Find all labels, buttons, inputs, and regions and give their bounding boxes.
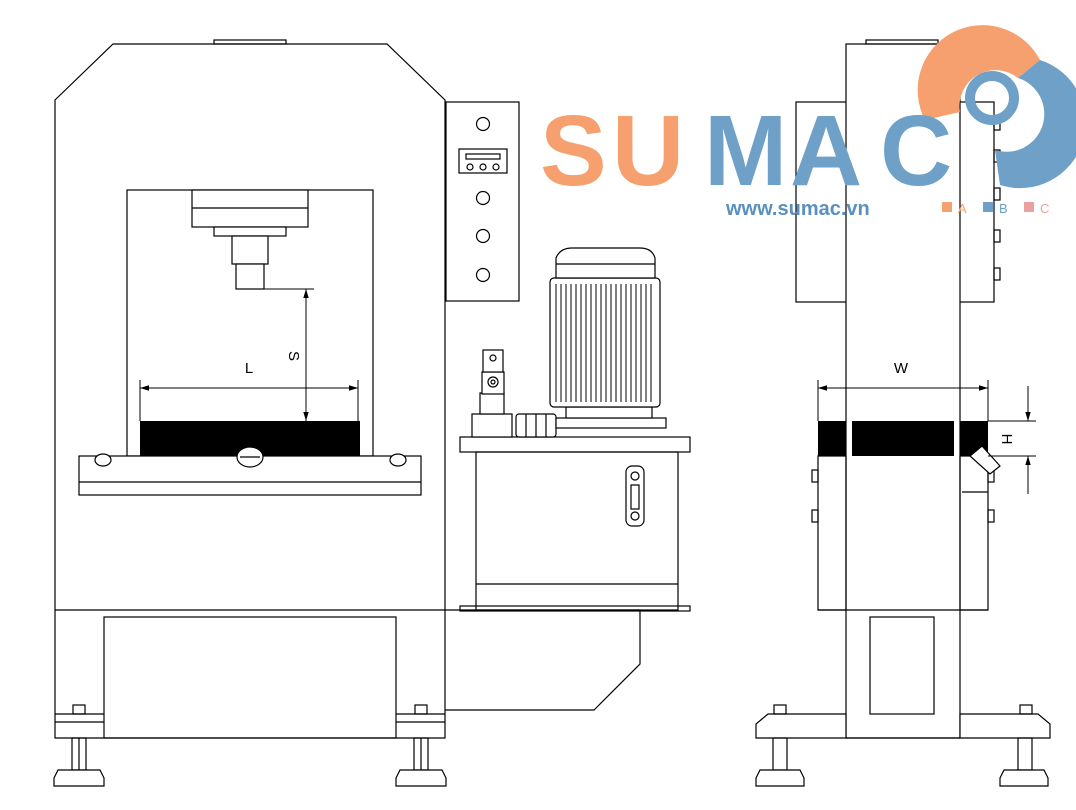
dimension-w-label: W — [894, 360, 909, 377]
logo-letter-m: M — [704, 95, 787, 207]
oil-level-gauge — [625, 465, 645, 527]
legend-label-b: B — [999, 201, 1008, 216]
dimension-l-label: L — [245, 360, 253, 377]
logo-swirl-icon — [917, 25, 1076, 189]
legend-label-a: A — [958, 201, 967, 216]
dimension-h-label: H — [998, 434, 1015, 445]
control-button — [475, 190, 491, 206]
logo-letter-a: A — [790, 95, 862, 207]
logo-wordmark: S U M A C — [540, 95, 952, 207]
control-panel — [445, 101, 520, 302]
legend-swatch-b — [983, 202, 993, 212]
logo-letter-s: S — [540, 95, 607, 207]
digital-display — [458, 148, 508, 174]
side-view: W H — [755, 39, 1051, 787]
workpiece-side — [818, 421, 988, 456]
leveling-foot-left — [53, 737, 105, 787]
legend-swatch-c — [1024, 202, 1034, 212]
control-button — [475, 267, 491, 283]
ram-rod — [231, 235, 269, 265]
leveling-foot-right — [395, 737, 447, 787]
dimension-s-label: S — [285, 351, 302, 361]
press-frame-outline — [54, 43, 446, 739]
logo-letter-u: U — [612, 95, 684, 207]
control-button — [475, 228, 491, 244]
legend-label-c: C — [1040, 201, 1049, 216]
base-cavity — [103, 616, 397, 739]
logo-letter-c: C — [880, 95, 952, 207]
valve-block — [471, 413, 513, 438]
logo-website-url: www.sumac.vn — [725, 198, 870, 220]
ram-tip — [235, 263, 265, 290]
front-view: L S — [53, 39, 447, 787]
sumac-logo: S U M A C www.sumac.vn A B C — [540, 25, 1076, 220]
legend-swatch-a — [942, 202, 952, 212]
oil-tank — [459, 436, 691, 453]
hydraulic-unit — [445, 247, 691, 711]
